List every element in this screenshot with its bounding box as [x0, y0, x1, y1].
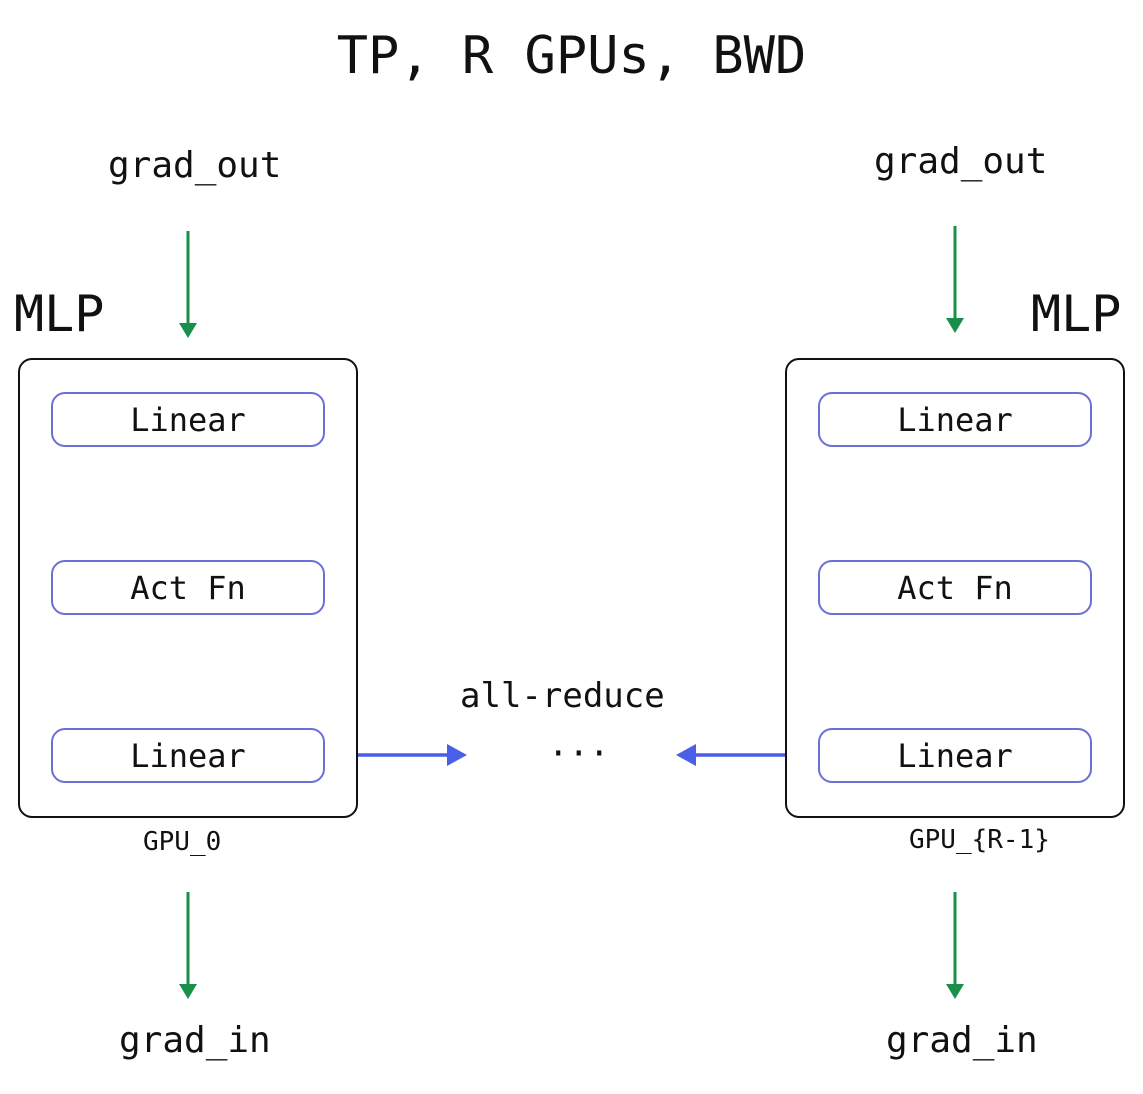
- diagram-title: TP, R GPUs, BWD: [336, 26, 807, 86]
- right-block-label: MLP: [1031, 285, 1122, 343]
- right-output-label: grad_in: [886, 1020, 1038, 1061]
- right-layer-linear-2: Linear: [818, 728, 1092, 783]
- right-layer-act-fn: Act Fn: [818, 560, 1092, 615]
- right-layer-linear-1: Linear: [818, 392, 1092, 447]
- left-device-label: GPU_0: [143, 827, 222, 857]
- left-output-label: grad_in: [119, 1020, 271, 1061]
- left-layer-linear-1: Linear: [51, 392, 325, 447]
- right-arrow-input: [946, 226, 964, 333]
- right-device-label: GPU_{R-1}: [909, 825, 1050, 855]
- right-arrow-output: [946, 892, 964, 999]
- left-layer-linear-2: Linear: [51, 728, 325, 783]
- left-input-label: grad_out: [108, 145, 282, 186]
- left-arrow-input: [179, 231, 197, 338]
- all-reduce-label: all-reduce: [460, 676, 665, 716]
- left-block-label: MLP: [14, 285, 105, 343]
- left-arrow-output: [179, 892, 197, 999]
- right-input-label: grad_out: [874, 141, 1048, 182]
- ellipsis-label: ···: [548, 734, 610, 774]
- left-layer-act-fn: Act Fn: [51, 560, 325, 615]
